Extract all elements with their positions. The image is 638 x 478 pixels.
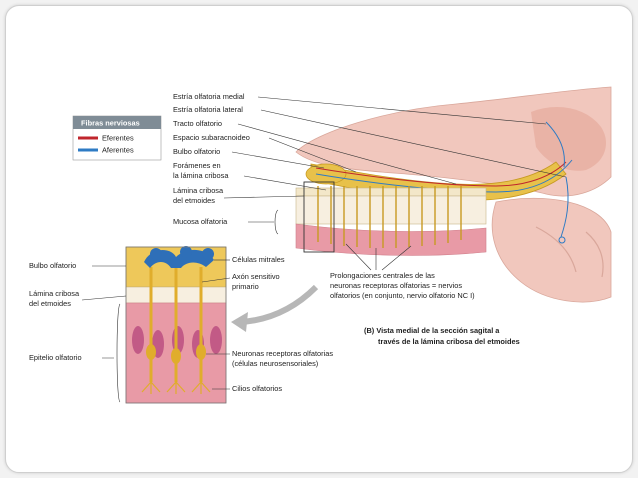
diagram-svg: Fibras nerviosas Eferentes Aferentes Est… <box>29 86 612 404</box>
label-mitral-cells: Células mitrales <box>232 255 285 264</box>
brain-region <box>295 86 612 303</box>
label-olfactory-tract: Tracto olfatorio <box>173 119 222 128</box>
legend-afferent-label: Aferentes <box>102 146 134 155</box>
label-sensory-axon-1: Axón sensitivo <box>232 272 280 281</box>
slide-frame: Fibras nerviosas Eferentes Aferentes Est… <box>5 5 633 473</box>
label-prolongaciones-3: olfatorios (en conjunto, nervio olfatori… <box>330 291 475 300</box>
label-cribriform-top-1: Lámina cribosa <box>173 186 224 195</box>
cribriform-plate <box>295 181 487 256</box>
label-cribriform-left-2: del etmoides <box>29 299 71 308</box>
legend: Fibras nerviosas Eferentes Aferentes <box>72 115 162 161</box>
label-olfactory-bulb-top: Bulbo olfatorio <box>173 147 220 156</box>
label-prolongaciones-1: Prolongaciones centrales de las <box>330 271 435 280</box>
left-labels: Bulbo olfatorio Lámina cribosa del etmoi… <box>29 261 127 403</box>
label-foramina-1: Forámenes en <box>173 161 221 170</box>
caption-line-1: (B) Vista medial de la sección sagital a <box>364 326 500 335</box>
label-olfactory-mucosa: Mucosa olfatoria <box>173 217 228 226</box>
label-medial-stria: Estría olfatoria medial <box>173 92 245 101</box>
figure-caption: (B) Vista medial de la sección sagital a… <box>364 326 520 346</box>
legend-title: Fibras nerviosas <box>81 119 140 128</box>
olfactory-diagram: Fibras nerviosas Eferentes Aferentes Est… <box>26 82 616 412</box>
label-subarachnoid: Espacio subaracnoideo <box>173 133 250 142</box>
zoom-arrow-head <box>231 312 248 332</box>
zoom-arrow <box>240 284 319 325</box>
detail-labels: Células mitrales Axón sensitivo primario… <box>201 255 333 393</box>
label-receptor-neurons-1: Neuronas receptoras olfatorias <box>232 349 333 358</box>
label-olfactory-epithelium: Epitelio olfatorio <box>29 353 82 362</box>
label-olfactory-cilia: Cilios olfatorios <box>232 384 282 393</box>
central-processes-note: Prolongaciones centrales de las neuronas… <box>330 243 475 300</box>
label-lateral-stria: Estría olfatoria lateral <box>173 105 243 114</box>
caption-line-2: través de la lámina cribosa del etmoides <box>378 337 520 346</box>
label-foramina-2: la lámina cribosa <box>173 171 229 180</box>
label-prolongaciones-2: neuronas receptoras olfatorias = nervios <box>330 281 462 290</box>
label-olfactory-bulb-left: Bulbo olfatorio <box>29 261 76 270</box>
top-labels: Estría olfatoria medial Estría olfatoria… <box>173 92 567 235</box>
detail-inset <box>125 246 227 404</box>
label-cribriform-top-2: del etmoides <box>173 196 215 205</box>
label-cribriform-left-1: Lámina cribosa <box>29 289 80 298</box>
label-sensory-axon-2: primario <box>232 282 259 291</box>
legend-efferent-label: Eferentes <box>102 134 134 143</box>
label-receptor-neurons-2: (células neurosensoriales) <box>232 359 318 368</box>
